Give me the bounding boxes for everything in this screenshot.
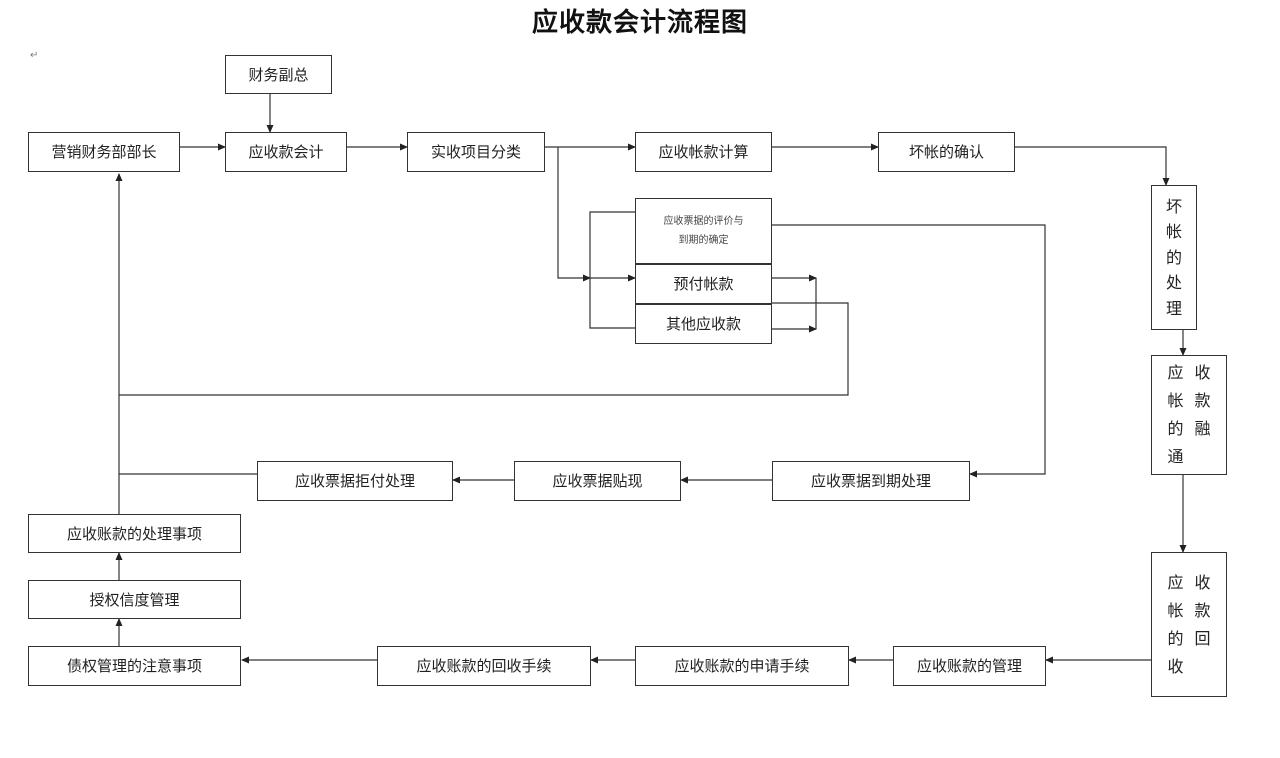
char: 收 (1194, 363, 1211, 383)
box-claims-notes: 债权管理的注意事项 (28, 646, 241, 686)
char: 收 (1194, 572, 1211, 592)
char: 帐 (1167, 600, 1184, 620)
char: 处 (1165, 273, 1182, 293)
char: 融 (1194, 419, 1211, 439)
box-notes-dishonor: 应收票据拒付处理 (257, 461, 453, 501)
box-ar-calculation: 应收帐款计算 (635, 132, 772, 172)
char: 回 (1194, 628, 1211, 648)
arrow-notes-to-maturity (772, 224, 1046, 478)
chart-title: 应收款会计流程图 (531, 8, 748, 38)
arrow-baddebt-to-handling (1015, 146, 1170, 186)
char: 应 (1167, 363, 1184, 383)
char: 应 (1167, 572, 1184, 592)
notes-receivable-line2: 到期的确定 (678, 235, 729, 246)
char: 通 (1167, 447, 1184, 467)
box-credit-management: 授权信度管理 (28, 580, 241, 619)
char: 款 (1194, 391, 1211, 411)
loop-back-line (119, 302, 849, 396)
box-notes-maturity: 应收票据到期处理 (772, 461, 970, 501)
char: 帐 (1165, 222, 1182, 242)
page-mark: ↵ (30, 50, 39, 61)
box-other-receivables: 其他应收款 (635, 304, 772, 344)
char: 的 (1165, 247, 1182, 267)
connector-sub-boxes (589, 211, 635, 329)
box-collection-procedure: 应收账款的回收手续 (377, 646, 591, 686)
box-ar-management: 应收账款的管理 (893, 646, 1046, 686)
notes-receivable-line1: 应收票据的评价与 (663, 216, 744, 227)
char: 款 (1194, 600, 1211, 620)
char: 理 (1165, 298, 1182, 318)
box-finance-vp: 财务副总 (225, 55, 332, 94)
char: 坏 (1165, 196, 1182, 216)
box-ar-matters: 应收账款的处理事项 (28, 514, 241, 553)
box-ar-financing: 应 收 帐 款 的 融 通 (1151, 355, 1227, 475)
arrow-classification-to-prepay (557, 147, 591, 282)
box-item-classification: 实收项目分类 (407, 132, 545, 172)
box-notes-receivable-evaluation: 应收票据的评价与 到期的确定 (635, 198, 772, 264)
char: 帐 (1167, 391, 1184, 411)
box-ar-accountant: 应收款会计 (225, 132, 347, 172)
box-bad-debt-handling: 坏 帐 的 处 理 (1151, 185, 1197, 330)
box-notes-discount: 应收票据贴现 (514, 461, 681, 501)
char: 收 (1167, 656, 1184, 676)
box-application-procedure: 应收账款的申请手续 (635, 646, 849, 686)
box-prepayments: 预付帐款 (635, 264, 772, 304)
box-bad-debt-confirmation: 坏帐的确认 (878, 132, 1015, 172)
box-sales-finance-head: 营销财务部部长 (28, 132, 180, 172)
char: 的 (1167, 419, 1184, 439)
char: 的 (1167, 628, 1184, 648)
box-ar-collection: 应 收 帐 款 的 回 收 (1151, 552, 1227, 697)
